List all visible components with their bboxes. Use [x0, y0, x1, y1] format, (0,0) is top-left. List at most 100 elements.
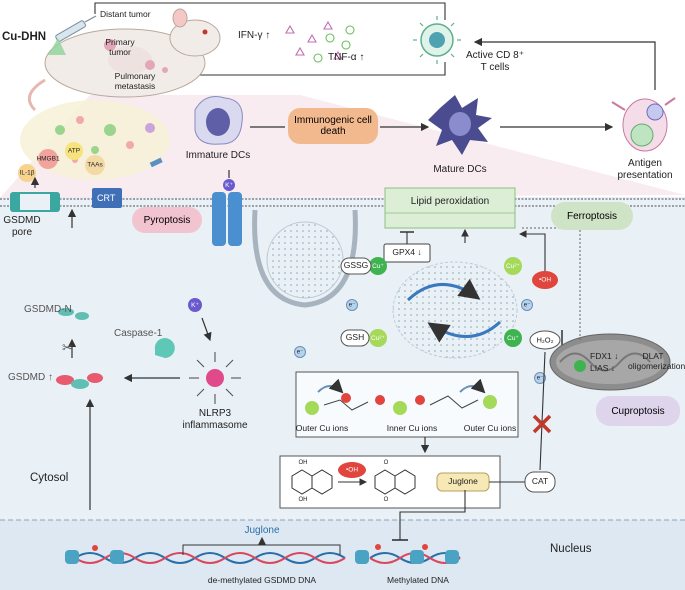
juglone-dna-label: Juglone [244, 525, 280, 536]
cu2-plus-right-label: Cu²⁺ [506, 263, 520, 270]
taas-particle [85, 155, 105, 175]
cu2-plus-right [504, 257, 522, 275]
cu-dhn-label: Cu-DHN [2, 31, 47, 43]
icd-box [288, 108, 378, 144]
crt-receptor [92, 188, 122, 208]
immature-dcs-label: Immature DCs [185, 150, 251, 161]
mouse-illustration [27, 8, 221, 112]
gsdmd-protein [56, 373, 103, 389]
gsdmd-n-fragments [58, 308, 89, 320]
gsh-box [340, 329, 370, 347]
dna-strand [65, 544, 461, 564]
hmgb1-label: HMGB1 [36, 155, 60, 163]
gssg-box [340, 257, 372, 275]
nlrp3-inflammasome [189, 352, 241, 404]
oh-radical-top-label: •OH [538, 276, 552, 284]
cu2-plus-left-label: Cu²⁺ [371, 335, 385, 342]
active-cd8-label: Active CD 8⁺ T cells [465, 50, 525, 73]
mature-dc [428, 95, 492, 155]
h2o2-bubble [529, 330, 561, 350]
feedback-line-top [94, 2, 446, 14]
electron-far-right [534, 372, 546, 384]
lipid-peroxidation-box [384, 187, 516, 229]
tumor-zoom-wedge [0, 95, 685, 198]
fdx1-label: FDX1 ↓ [590, 351, 619, 361]
mature-dcs-label: Mature DCs [433, 164, 487, 175]
hmgb1-particle [38, 149, 58, 169]
lias-label: LIAS ↓ [590, 363, 616, 373]
cu-plus-left-label: Cu⁺ [372, 263, 384, 270]
juglone-box-label: Juglone [448, 476, 478, 486]
oh-top-substituent-label: OH [298, 460, 308, 466]
dlat-label: DLAT oligomerization [628, 351, 685, 371]
oxo-top-label: O [383, 460, 389, 466]
distant-tumor-label: Distant tumor [100, 9, 151, 19]
immature-dc [194, 96, 243, 145]
scissors-icon: ✂ [62, 340, 73, 355]
lipid-peroxidation-label: Lipid peroxidation [410, 196, 490, 207]
methylated-dna-label: Methylated DNA [387, 575, 449, 585]
pulmonary-metastasis-label: Pulmonary metastasis [114, 71, 156, 91]
potassium-ion [188, 298, 202, 312]
atp-particle [65, 142, 83, 160]
antigen-presentation-label: Antigen presentation [617, 158, 673, 181]
k-plus-mid-label: K⁺ [191, 302, 199, 309]
demethylated-dna-label: de-methylated GSDMD DNA [207, 575, 317, 585]
cat-label: CAT [531, 476, 549, 486]
nanozyme-cluster [392, 261, 518, 359]
inner-cu-label: Inner Cu ions [386, 423, 438, 433]
h2o2-label: H₂O₂ [536, 335, 554, 345]
gsdmd-pore [10, 176, 60, 212]
pyroptosis-label: Pyroptosis [132, 207, 202, 233]
gsdmd-n-label: GSDMD-N [24, 304, 72, 315]
electron-far-right-label: e⁻ [536, 375, 544, 382]
ifn-gamma-label: IFN-γ ↑ [238, 30, 271, 41]
cytosol-label: Cytosol [30, 472, 69, 484]
mitochondrion [549, 333, 671, 391]
arrow-antigen-to-tcell [473, 37, 656, 90]
cu-ion-chain [305, 378, 497, 415]
cu-plus-left [369, 257, 387, 275]
gsh-label: GSH [345, 332, 365, 342]
endocytic-vesicle [252, 209, 358, 308]
syringe-illustration [48, 15, 97, 55]
cu2-plus-left [369, 329, 387, 347]
juglone-structure [374, 469, 416, 495]
il1b-label: IL-1β [19, 169, 35, 177]
electron-left-label: e⁻ [348, 302, 356, 309]
taas-label: TAAs [87, 161, 103, 169]
electron-far-left [294, 346, 306, 358]
cat-box [524, 471, 556, 493]
inhibition-line-methylation [399, 490, 466, 540]
gpx4-label: GPX4 ↓ [392, 247, 422, 257]
electron-right [521, 299, 533, 311]
cu-plus-right-label: Cu⁺ [507, 335, 519, 342]
oh-radical-reaction [338, 462, 366, 478]
antigen-presenting-cell [611, 97, 676, 152]
nlrp3-label: NLRP3 inflammasome [182, 408, 248, 431]
oh-radical-top [532, 271, 558, 289]
oxo-bottom-label: O [383, 497, 389, 503]
caspase1-icon [154, 338, 175, 358]
arrow-k-to-nlrp3 [201, 317, 212, 342]
nucleus-label: Nucleus [550, 543, 592, 555]
active-t-cell [413, 16, 461, 64]
dihydroxynaphthalene-structure [291, 469, 333, 495]
icd-label: Immunogenic cell death [294, 115, 372, 137]
electron-right-label: e⁻ [523, 302, 531, 309]
electron-far-left-label: e⁻ [296, 349, 304, 356]
potassium-channel [212, 170, 242, 246]
feedback-line-bottom [155, 62, 446, 76]
outer-cu-left-label: Outer Cu ions [295, 423, 349, 433]
gsdmd-pore-label: GSDMD pore [3, 215, 41, 238]
tnf-alpha-label: TNF-α ↑ [328, 52, 365, 63]
primary-tumor-label: Primary tumor [105, 37, 135, 57]
caspase1-label: Caspase-1 [114, 328, 163, 339]
cu-plus-right [504, 329, 522, 347]
oh-bottom-substituent-label: OH [298, 497, 308, 503]
arrow-oh-to-lipid [518, 230, 546, 278]
atp-label: ATP [67, 147, 81, 155]
k-plus-top-label: K⁺ [225, 182, 233, 189]
cuproptosis-label: Cuproptosis [596, 396, 680, 426]
